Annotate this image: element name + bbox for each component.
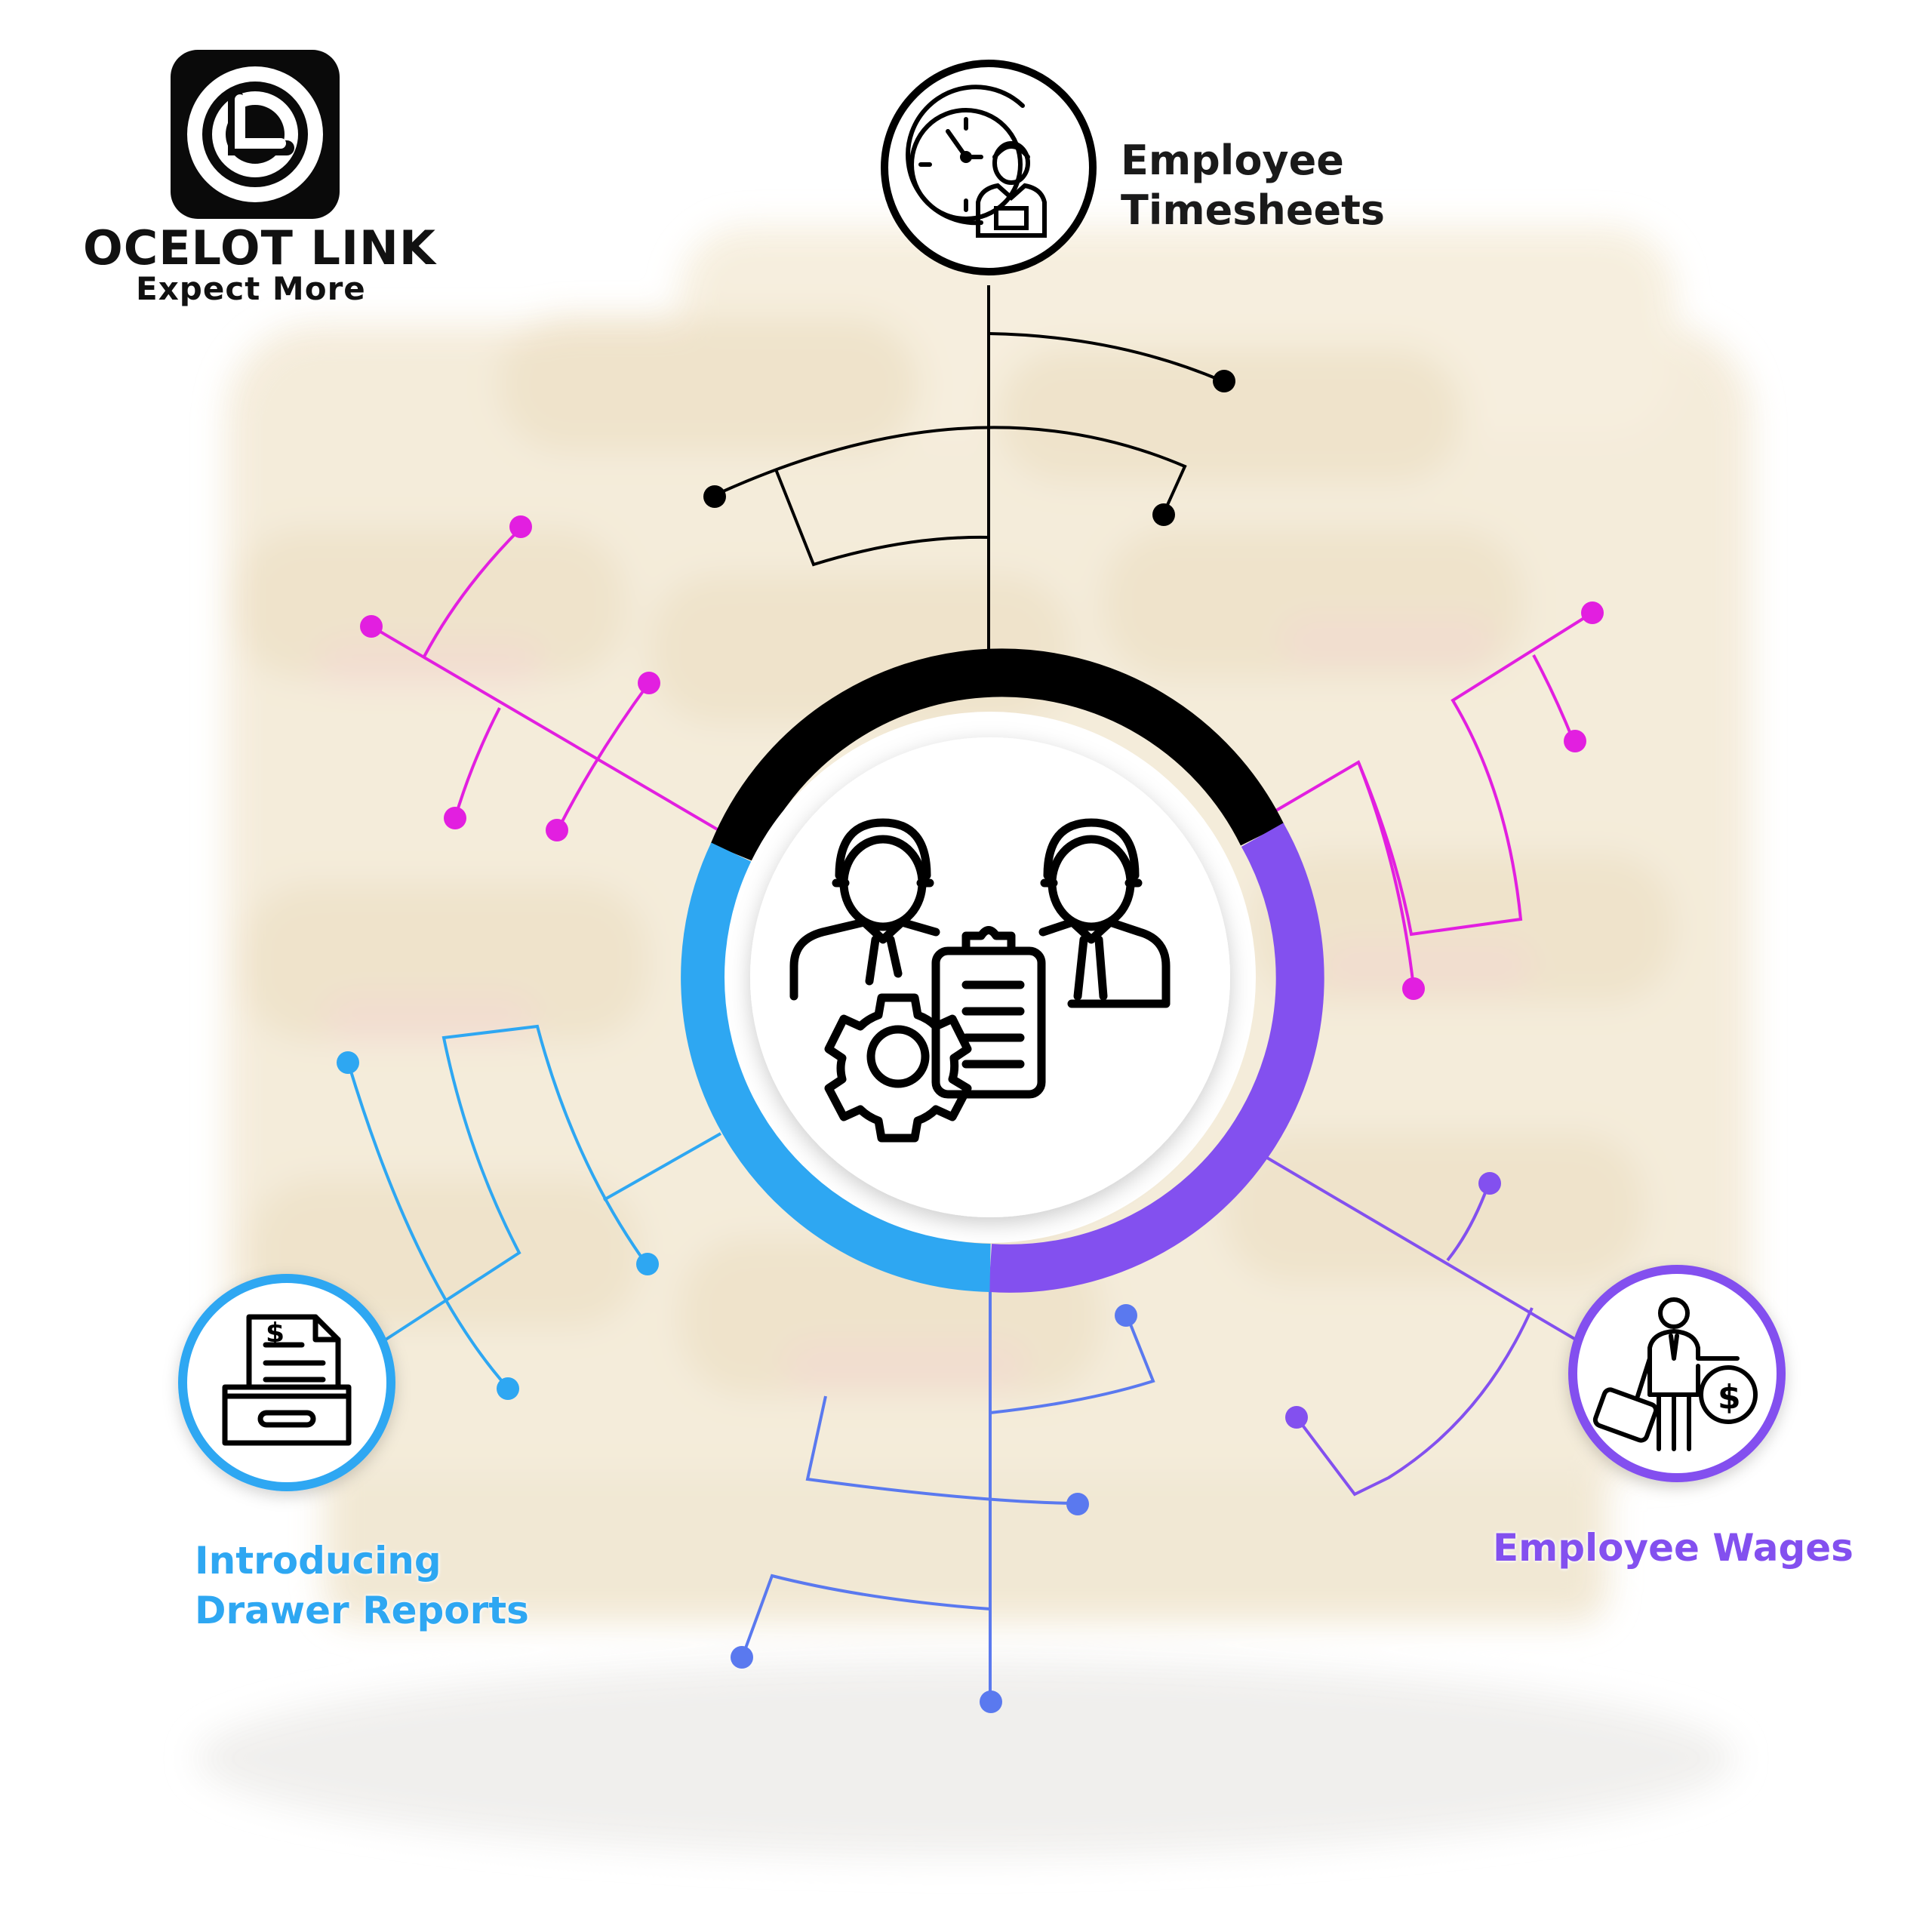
businessman-money-icon: $ (1592, 1297, 1758, 1451)
clock-worker-icon (906, 85, 1047, 238)
ring-segment-left (681, 842, 991, 1292)
connector-purple-right-dots (1285, 1172, 1501, 1429)
ring-segment-top (710, 648, 1284, 863)
ring-segment-right (988, 823, 1324, 1293)
svg-text:$: $ (1718, 1378, 1741, 1417)
connector-blue-left (347, 1024, 721, 1389)
connector-blue-left-dots (337, 1051, 659, 1400)
label-drawer-reports: Introducing Drawer Reports (195, 1536, 529, 1635)
clock-logo-icon (187, 66, 323, 202)
label-drawer-line2: Drawer Reports (195, 1589, 529, 1632)
label-timesheets-line2: Timesheets (1121, 186, 1386, 234)
label-drawer-line1: Introducing (195, 1539, 441, 1583)
connector-magenta-right-dots (1402, 601, 1604, 1000)
connector-magenta-left (370, 527, 756, 853)
label-employee-timesheets: Employee Timesheets (1121, 136, 1385, 235)
brand-tagline: Expect More (136, 270, 366, 307)
brand-name: OCELOT LINK (83, 220, 436, 275)
connector-magenta-left-dots (360, 515, 660, 841)
cash-drawer-icon: $ (222, 1314, 352, 1446)
svg-text:$: $ (266, 1318, 285, 1349)
connector-purple-right (1247, 1146, 1590, 1497)
label-employee-wages: Employee Wages (1493, 1526, 1854, 1570)
connector-black (712, 285, 1223, 664)
connector-black-dots (703, 370, 1235, 526)
connector-magenta-right (1247, 611, 1594, 988)
team-management-icon (789, 818, 1171, 1143)
connector-indigo-bottom-dots (731, 1304, 1137, 1713)
center-ring (681, 648, 1324, 1293)
connector-indigo-bottom (742, 1283, 1155, 1700)
label-timesheets-line1: Employee (1121, 137, 1344, 184)
